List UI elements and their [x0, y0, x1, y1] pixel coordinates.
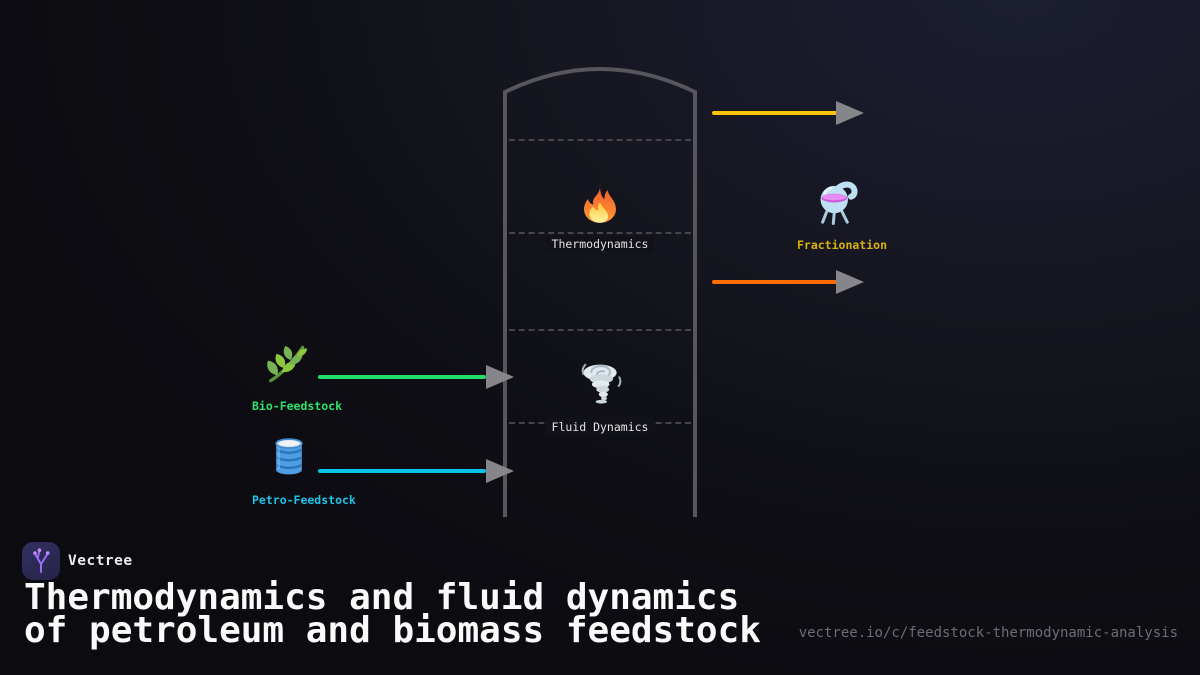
mid-product-arrowhead [836, 270, 864, 294]
page-title-line-1: Thermodynamics and fluid dynamics [24, 577, 740, 618]
bio-feedstock-arrowhead [486, 365, 514, 389]
top-product-arrowhead [836, 101, 864, 125]
vectree-logo [22, 542, 60, 580]
bio-feedstock-flow-line [318, 375, 486, 379]
column-tray-line [509, 139, 691, 141]
vectree-logo-glyph [33, 548, 50, 573]
alembic-icon [820, 181, 858, 226]
herb-icon [267, 345, 308, 383]
fractionation: Fractionation [770, 234, 914, 253]
oil-drum-icon [275, 438, 303, 475]
zone-fluid-dynamics-label: Fluid Dynamics [545, 419, 655, 435]
page-url: vectree.io/c/feedstock-thermodynamic-ana… [798, 625, 1178, 641]
fractionation-label: Fractionation [796, 238, 887, 252]
page-title: Thermodynamics and fluid dynamics of pet… [24, 577, 761, 651]
mid-product-flow-line [712, 280, 838, 284]
petro-feedstock-flow-line [318, 469, 486, 473]
petro-feedstock-arrowhead [486, 459, 514, 483]
zone-thermodynamics: Thermodynamics [505, 233, 695, 252]
column-tray-line [509, 329, 691, 331]
zone-thermodynamics-label: Thermodynamics [545, 236, 655, 252]
petro-feedstock-label: Petro-Feedstock [252, 493, 356, 507]
brand-name: Vectree [68, 553, 133, 569]
column-tray-line [509, 232, 691, 234]
zone-fluid-dynamics: Fluid Dynamics [505, 416, 695, 435]
distillation-column [503, 67, 697, 517]
bio-feedstock-label: Bio-Feedstock [252, 399, 343, 413]
page-title-line-2: of petroleum and biomass feedstock [24, 610, 761, 651]
top-product-flow-line [712, 111, 838, 115]
